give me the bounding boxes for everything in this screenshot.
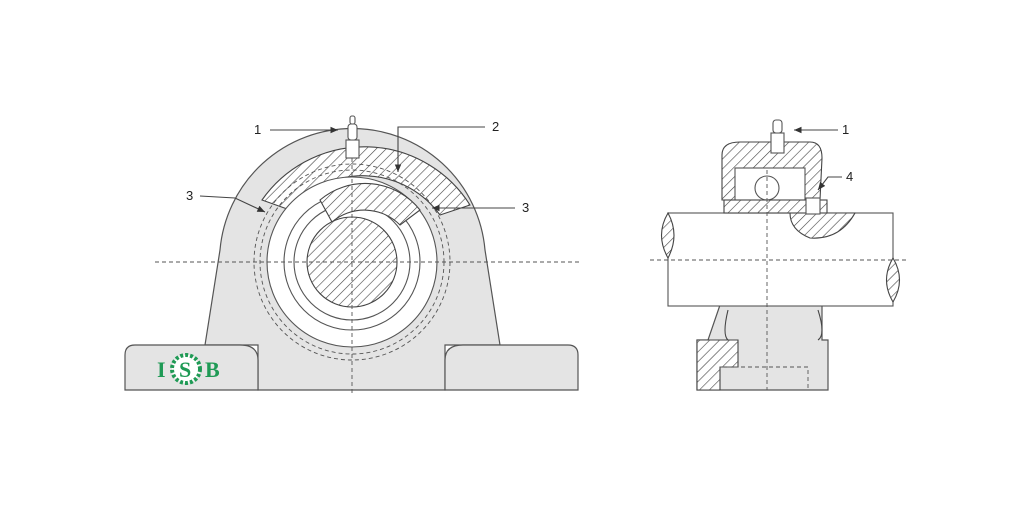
base-slot <box>720 366 809 390</box>
logo-letter-b: B <box>205 357 220 382</box>
shaft-end-right <box>885 256 901 304</box>
grease-fitting-icon-side <box>770 119 785 154</box>
side-view: 1 4 <box>650 119 908 391</box>
callout-4: 4 <box>846 169 853 184</box>
inner-race <box>723 199 828 214</box>
callout-2: 2 <box>492 119 499 134</box>
front-view: 1 2 3 3 I S B <box>124 115 580 395</box>
cutaway-bearing <box>319 183 421 226</box>
callout-3-left: 3 <box>186 188 193 203</box>
isb-logo: I S B <box>157 353 220 385</box>
pedestal-inner <box>724 309 823 341</box>
shaft-cut-hatch <box>789 212 856 239</box>
set-screw <box>805 197 821 215</box>
logo-letter-s: S <box>179 357 191 382</box>
right-foot <box>444 344 579 391</box>
shaft <box>667 212 894 307</box>
logo-letter-i: I <box>157 357 166 382</box>
shaft-end-left <box>660 211 675 260</box>
callout-1-left: 1 <box>254 122 261 137</box>
callout-3-right: 3 <box>522 200 529 215</box>
grease-fitting-icon <box>345 115 360 159</box>
callout-1-right: 1 <box>842 122 849 137</box>
